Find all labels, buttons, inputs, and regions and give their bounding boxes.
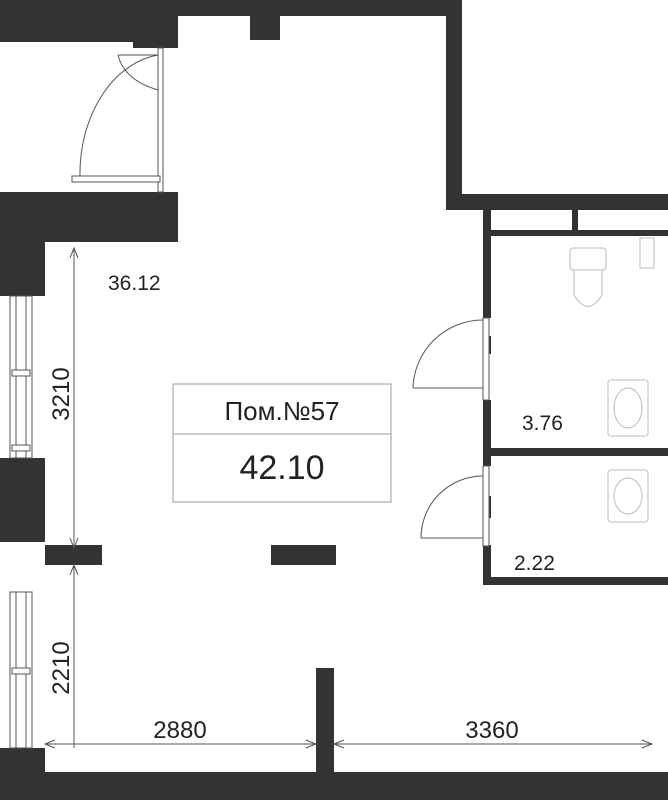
room-area-bath: 3.76 <box>522 412 563 435</box>
wall <box>133 42 178 48</box>
unit-label-box <box>172 383 392 503</box>
dimension-bottom-right: 3360 <box>465 717 518 744</box>
dimension-left-lower: 2210 <box>48 641 75 694</box>
dimension-bottom-left: 2880 <box>153 717 206 744</box>
wall <box>483 448 668 456</box>
unit-name: Пом.№57 <box>224 396 339 426</box>
entry-door <box>71 47 164 193</box>
unit-total-area: 42.10 <box>239 449 324 487</box>
wall <box>178 0 462 16</box>
dimension-lines <box>43 246 654 749</box>
window-upper <box>9 295 33 459</box>
dimension-left-upper: 3210 <box>48 367 75 420</box>
wall <box>0 0 178 42</box>
wall <box>0 242 45 296</box>
wall <box>271 545 336 565</box>
sink-icon <box>607 469 649 523</box>
wall <box>250 14 280 40</box>
wall <box>45 772 668 800</box>
wall <box>0 458 45 542</box>
wall <box>483 545 491 585</box>
bathroom-door <box>412 317 490 401</box>
shower-ventilation-box <box>639 237 655 269</box>
room-area-wc: 2.22 <box>514 552 555 575</box>
wall <box>483 400 491 466</box>
wall <box>446 0 462 210</box>
wall <box>0 748 45 800</box>
toilet-icon <box>569 247 607 307</box>
wall <box>45 545 102 565</box>
wall <box>0 192 178 242</box>
wall <box>483 230 668 236</box>
room-area-main: 36.12 <box>108 272 161 295</box>
wall <box>316 668 334 776</box>
sink-icon <box>607 379 649 437</box>
wall <box>483 210 491 318</box>
wall <box>446 194 668 210</box>
window-lower <box>9 591 33 749</box>
wc-door <box>420 465 490 547</box>
wall <box>572 210 578 232</box>
wall <box>483 577 668 585</box>
